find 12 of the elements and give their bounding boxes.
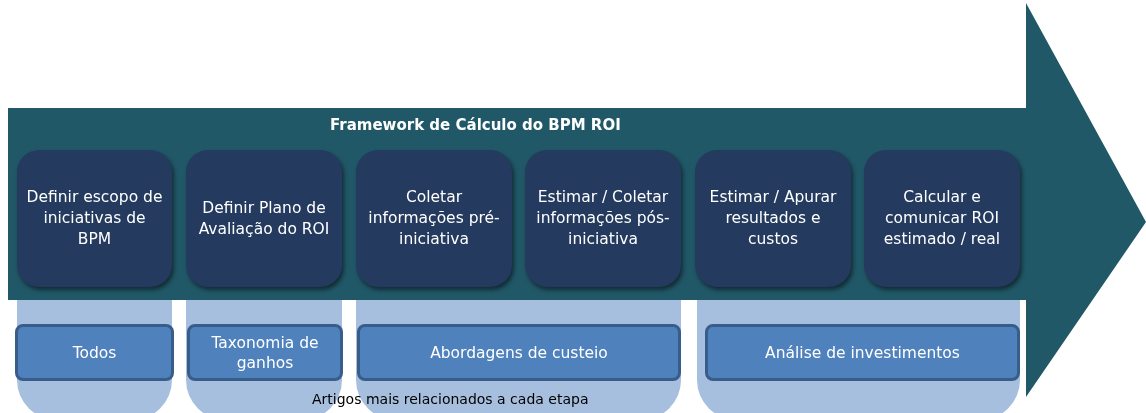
footer-note: Artigos mais relacionados a cada etapa: [312, 390, 589, 409]
step-box: Coletar informações pré-iniciativa: [356, 150, 512, 287]
band-title: Framework de Cálculo do BPM ROI: [330, 115, 621, 136]
step-box: Calcular e comunicar ROI estimado / real: [864, 150, 1020, 287]
step-box: Estimar / Coletar informações pós-iniciativa: [525, 150, 681, 287]
step-box: Estimar / Apurar resultados e custos: [695, 150, 851, 287]
topic-box: Taxonomia de ganhos: [187, 324, 343, 381]
step-box: Definir Plano de Avaliação do ROI: [186, 150, 342, 287]
topic-box: Abordagens de custeio: [357, 324, 681, 381]
topic-box: Análise de investimentos: [705, 324, 1020, 381]
step-box: Definir escopo de iniciativas de BPM: [17, 150, 172, 287]
topic-box: Todos: [15, 324, 174, 381]
